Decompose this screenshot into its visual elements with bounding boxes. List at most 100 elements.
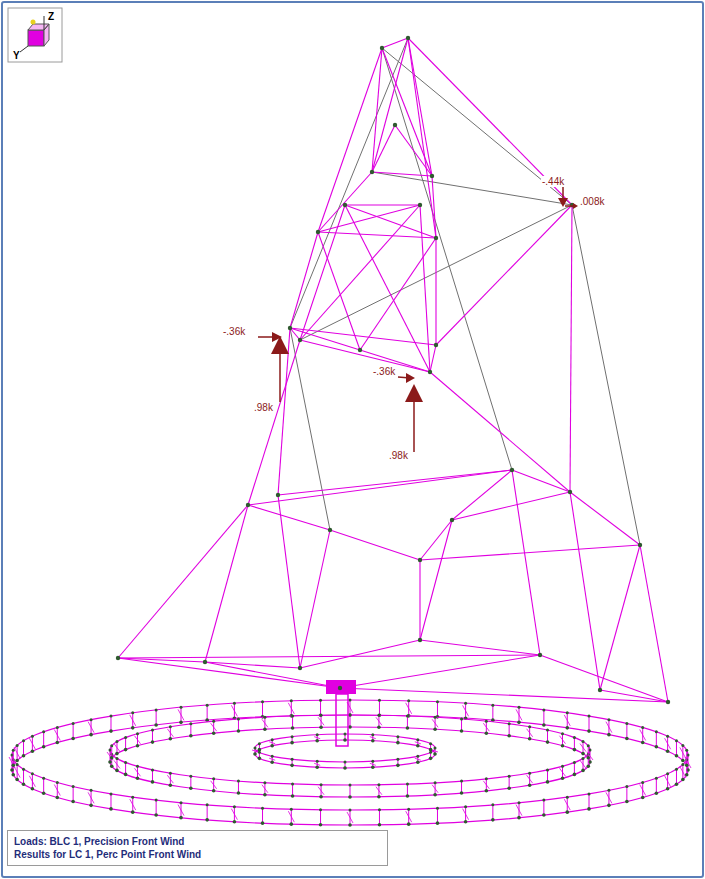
joint-dot [89,804,93,808]
joint-dot [607,718,610,721]
joint-dot [416,760,420,764]
joint-dot [233,702,236,705]
joint-dot [638,543,642,547]
joint-dot [15,759,19,763]
joint-dot [205,818,209,822]
joint-dot [206,803,209,806]
ring-brace [463,809,469,820]
joint-dot [22,754,26,758]
joint-dot [681,759,685,763]
joint-dot [581,769,585,773]
member-line [345,204,420,205]
joint-dot [625,785,628,788]
joint-dot [109,715,112,718]
load-value: .008k [579,196,605,207]
ring-brace [88,792,94,803]
joint-dot [565,810,569,814]
member-line [382,48,572,205]
joint-dot [542,723,546,727]
joint-dot [258,757,262,761]
icon-box [8,8,62,62]
ring-brace [560,736,566,744]
joint-dot [573,761,576,764]
joint-dot [518,801,521,804]
ring-brace [527,729,533,737]
joint-dot [542,708,545,711]
ring-brace [415,758,421,760]
ring-post [23,741,24,756]
ring-brace [134,736,140,744]
joint-dot [131,711,134,714]
ring-brace [318,717,324,725]
joint-dot [233,805,236,808]
joint-dot [378,699,381,702]
member-line [430,345,436,372]
ring-post [589,716,590,731]
joint-dot [666,772,669,775]
member-line [278,495,300,668]
ring-brace [178,709,184,720]
joint-dot [641,796,645,800]
joint-dot [428,370,432,374]
joint-dot [110,764,114,768]
ring-brace [269,758,275,760]
ring-brace [167,729,173,737]
joint-dot [124,748,128,752]
member-line [300,530,330,668]
member-line [420,205,430,372]
joint-dot [270,744,274,748]
joint-dot [568,490,572,494]
ring-post [437,702,438,717]
joint-dot [179,816,183,820]
joint-dot [416,744,420,748]
joint-dot [675,754,679,758]
frame-members [116,36,670,704]
joint-dot [116,656,120,660]
ring-brace [231,705,237,716]
ring-brace [640,785,646,796]
joint-dot [655,745,659,749]
joint-dot [377,725,381,729]
ring-post [262,702,263,717]
ring-post [676,741,677,756]
joint-dot [433,752,437,756]
member-line [345,205,430,372]
joint-dot [348,795,352,799]
joint-dot [15,778,19,782]
joint-dot [124,736,127,739]
joint-dot [56,781,59,784]
member-line [419,560,420,640]
joint-dot [298,666,302,670]
ring-brace [685,757,691,768]
joint-dot [655,791,659,795]
axis-line [20,46,28,52]
joint-dot [418,558,422,562]
load-value: .98k [253,402,274,413]
ring-ellipse [12,715,688,825]
member-line [436,205,572,345]
joint-dot [263,727,267,731]
ring-post [23,769,24,784]
load-shaft [413,398,415,452]
ring-brace [269,742,275,744]
joint-dot [407,808,410,811]
member-line [382,48,512,470]
ring-ellipse [255,734,435,762]
member-line [570,492,640,545]
ring-post [110,794,111,809]
caption-line: Results for LC 1, Perc Point Front Wind [14,848,381,861]
joint-dot [291,715,294,718]
ring-post [13,750,14,765]
joint-dot [681,744,684,747]
joint-dot [589,749,592,752]
ring-brace [516,709,522,720]
joint-dot [344,761,347,764]
base-ring [9,699,691,827]
joint-dot [349,714,352,717]
member-line [420,545,640,560]
joint-dot [582,740,585,743]
joint-dot [180,706,183,709]
joint-dot [316,760,319,763]
joint-dot [485,720,488,723]
ring-ellipse [255,740,435,768]
